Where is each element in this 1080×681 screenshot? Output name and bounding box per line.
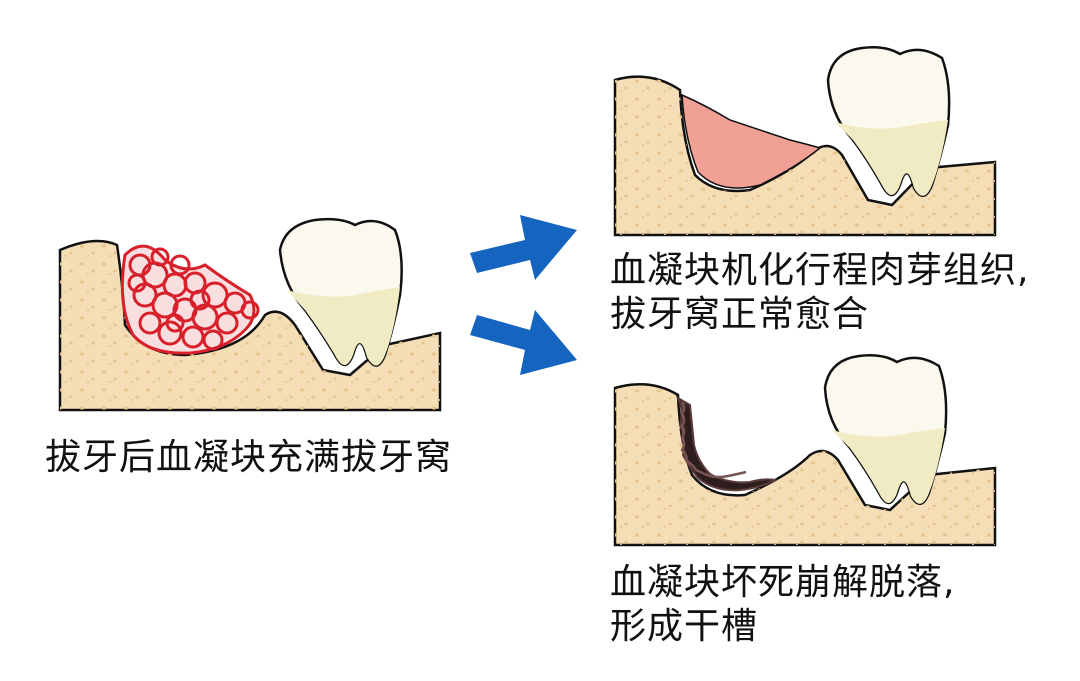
arrow-up xyxy=(465,205,580,285)
caption-top-right-line1: 血凝块机化行程肉芽组织, xyxy=(610,250,1030,291)
dry-socket-illustration xyxy=(613,354,997,547)
arrow-right-down-icon xyxy=(470,310,577,375)
arrow-right-up-icon xyxy=(470,215,577,280)
granulation-tissue xyxy=(681,93,822,189)
socket-healing-illustration xyxy=(613,46,997,237)
caption-bottom-right-line1: 血凝块坏死崩解脱落, xyxy=(610,562,956,603)
arrow-down xyxy=(465,305,580,385)
panel-blood-clot xyxy=(55,205,455,420)
caption-left: 拔牙后血凝块充满拔牙窝 xyxy=(45,437,453,478)
panel-dry-socket xyxy=(610,350,1000,550)
caption-top-right-line2: 拔牙窝正常愈合 xyxy=(610,294,870,335)
socket-with-clot-illustration xyxy=(58,217,442,412)
caption-bottom-right-line2: 形成干槽 xyxy=(610,606,759,647)
blood-clot xyxy=(120,244,260,355)
panel-normal-healing xyxy=(610,40,1000,240)
